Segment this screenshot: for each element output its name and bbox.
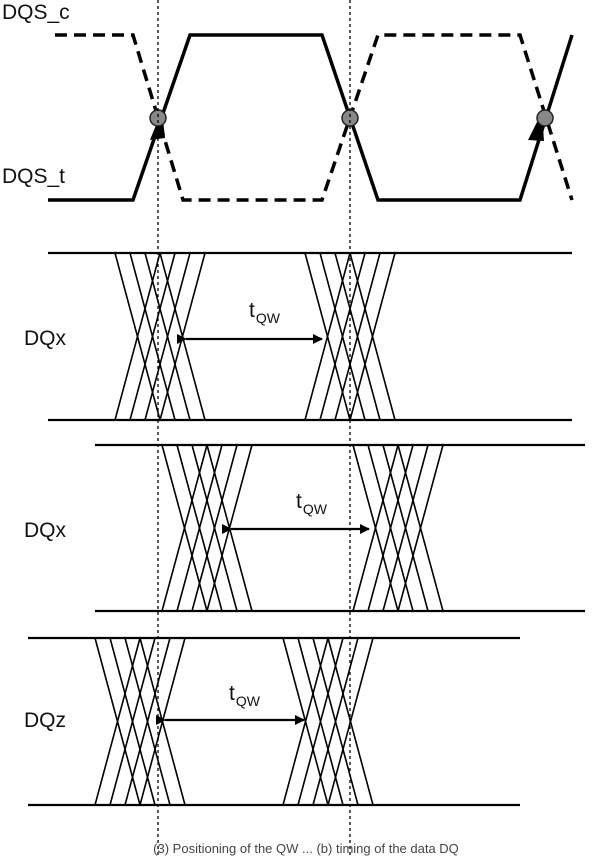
transition-edge (191, 444, 238, 612)
transition-edge (312, 637, 359, 806)
tqw-label-2: tQW (296, 490, 327, 516)
dqs-c-label: DQS_c (2, 1, 70, 24)
tqw-t: t (249, 299, 255, 322)
dqs-t-label: DQS_t (2, 165, 66, 188)
dqs-t-waveform (48, 33, 574, 202)
tqw-t: t (229, 682, 235, 705)
tqw-subscript: QW (235, 693, 260, 709)
transition-edge (334, 252, 381, 421)
crossing-point-1 (149, 109, 167, 127)
figure-caption: (3) Positioning of the QW ... (b) timing… (153, 841, 459, 856)
dqx-label-2: DQx (24, 519, 66, 542)
tqw-subscript: QW (302, 501, 327, 517)
transition-edge (349, 252, 396, 421)
tqw-subscript: QW (255, 310, 280, 326)
crossing-point-3 (536, 109, 554, 127)
strobe-waveforms (48, 33, 574, 202)
transition-edge (397, 444, 444, 612)
dqx-group-1 (48, 251, 572, 422)
dqz-group (28, 636, 520, 807)
dqs-c-waveform (55, 33, 574, 202)
dqx-label-1: DQx (24, 327, 66, 350)
tqw-label-1: tQW (249, 299, 280, 325)
tqw-label-3: tQW (229, 682, 260, 708)
tqw-t: t (296, 490, 302, 513)
transition-edge (124, 637, 171, 806)
crossing-point-2 (341, 109, 359, 127)
transition-edge (144, 252, 191, 421)
transition-edge (382, 444, 429, 612)
dqz-label: DQz (24, 709, 66, 732)
